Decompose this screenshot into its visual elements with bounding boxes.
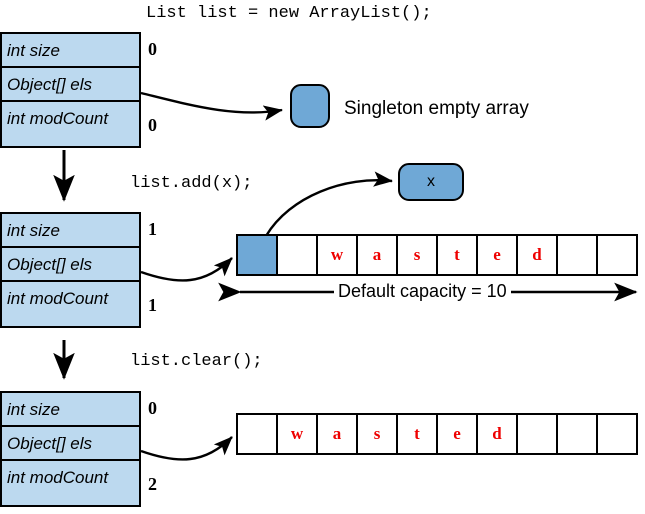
arrow-els-to-array-bottom — [140, 436, 233, 461]
field-row-els: Object[] els — [2, 68, 139, 102]
array-cell: t — [438, 236, 478, 274]
array-cell: s — [358, 415, 398, 453]
field-value-modcount-step2: 1 — [148, 295, 157, 315]
array-cell: d — [478, 415, 518, 453]
arrow-els-to-singleton — [140, 91, 283, 121]
array-cell — [598, 236, 636, 274]
array-cell: a — [358, 236, 398, 274]
array-cell: s — [398, 236, 438, 274]
array-cell — [558, 415, 598, 453]
array-cell: w — [318, 236, 358, 274]
field-value-size-step2: 1 — [148, 219, 157, 239]
field-row-size: int size — [2, 214, 139, 248]
array-after-clear: w a s t e d — [236, 413, 638, 455]
array-cell: e — [478, 236, 518, 274]
field-row-modcount: int modCount — [2, 461, 139, 495]
array-cell: w — [278, 415, 318, 453]
field-value-size-step1: 0 — [148, 39, 157, 59]
array-cell — [278, 236, 318, 274]
field-value-modcount-step3: 2 — [148, 474, 157, 494]
field-row-modcount: int modCount — [2, 282, 139, 316]
default-capacity-label: Default capacity = 10 — [334, 281, 511, 302]
element-x-node: x — [398, 163, 464, 201]
singleton-empty-array-label: Singleton empty array — [344, 98, 529, 119]
code-caption-list-add: list.add(x); — [130, 174, 253, 193]
field-value-modcount-step1: 0 — [148, 115, 157, 135]
field-value-size-step3: 0 — [148, 398, 157, 418]
field-row-els: Object[] els — [2, 427, 139, 461]
struct-box-step1: int size Object[] els int modCount — [0, 32, 141, 148]
code-caption-list-clear: list.clear(); — [130, 352, 263, 371]
arrow-cell-to-x-node — [264, 171, 393, 237]
field-row-els: Object[] els — [2, 248, 139, 282]
array-cell — [558, 236, 598, 274]
array-cell: a — [318, 415, 358, 453]
code-caption-new-arraylist: List list = new ArrayList(); — [146, 4, 432, 23]
field-row-size: int size — [2, 34, 139, 68]
arrow-els-to-array-mid — [140, 257, 233, 282]
struct-box-step2: int size Object[] els int modCount — [0, 212, 141, 328]
array-cell — [518, 415, 558, 453]
array-cell — [238, 415, 278, 453]
array-cell: t — [398, 415, 438, 453]
array-cell — [238, 236, 278, 274]
array-cell: d — [518, 236, 558, 274]
singleton-empty-array-node — [290, 84, 330, 128]
field-row-modcount: int modCount — [2, 102, 139, 136]
struct-box-step3: int size Object[] els int modCount — [0, 391, 141, 507]
array-cell: e — [438, 415, 478, 453]
array-after-add: w a s t e d — [236, 234, 638, 276]
array-cell — [598, 415, 636, 453]
field-row-size: int size — [2, 393, 139, 427]
